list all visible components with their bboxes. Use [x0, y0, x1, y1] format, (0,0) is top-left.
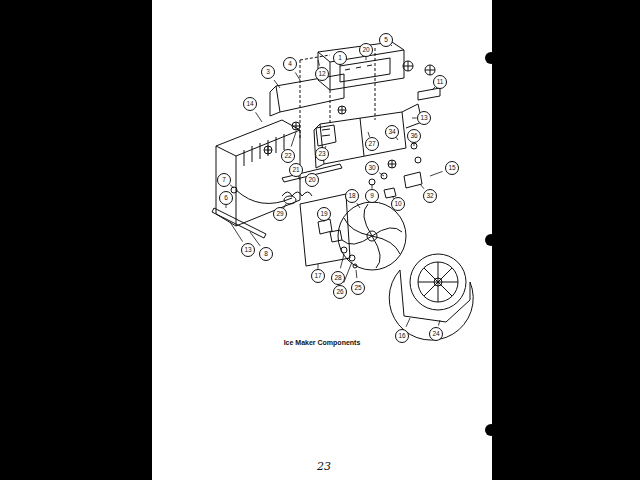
callout-number: 20 — [359, 43, 373, 57]
leader-line — [368, 132, 370, 137]
callout-number: 12 — [315, 67, 329, 81]
callout-number: 29 — [273, 207, 287, 221]
leader-line — [420, 184, 424, 189]
punch-hole — [485, 52, 497, 64]
leader-line — [230, 185, 234, 188]
callout-number: 3 — [261, 65, 275, 79]
leader-line — [274, 80, 280, 88]
callout-number: 36 — [407, 129, 421, 143]
callout-number: 26 — [333, 285, 347, 299]
figure-caption: Ice Maker Components — [284, 339, 361, 346]
leader-line — [298, 176, 300, 180]
leader-line — [295, 72, 300, 80]
callout-number: 32 — [423, 189, 437, 203]
callout-number: 5 — [379, 33, 393, 47]
callout-number: 25 — [351, 281, 365, 295]
leader-line — [430, 171, 443, 176]
punch-hole — [485, 424, 497, 436]
callout-number: 15 — [445, 161, 459, 175]
leader-line — [344, 262, 352, 283]
callout-number: 4 — [283, 57, 297, 71]
callout-number: 24 — [429, 327, 443, 341]
leader-line — [340, 254, 344, 268]
callout-number: 7 — [217, 173, 231, 187]
callout-number: 21 — [289, 163, 303, 177]
leader-line — [379, 173, 384, 176]
callout-number: 10 — [391, 197, 405, 211]
page-number: 23 — [317, 460, 331, 473]
callout-number: 6 — [219, 191, 233, 205]
callout-number: 18 — [345, 189, 359, 203]
leader-line — [291, 132, 296, 147]
paper — [152, 0, 492, 480]
leader-line — [256, 112, 262, 122]
punch-hole — [485, 234, 497, 246]
callout-number: 23 — [315, 147, 329, 161]
callout-number: 1 — [333, 51, 347, 65]
callout-number: 19 — [317, 207, 331, 221]
callout-number: 8 — [259, 247, 273, 261]
callout-number: 28 — [331, 271, 345, 285]
callout-number: 22 — [281, 149, 295, 163]
callout-number: 30 — [365, 161, 379, 175]
leader-line — [356, 270, 358, 278]
callout-number: 14 — [243, 97, 257, 111]
exploded-parts — [212, 42, 473, 340]
callout-number: 13 — [241, 243, 255, 257]
callout-number: 17 — [311, 269, 325, 283]
callout-number: 27 — [365, 137, 379, 151]
leader-line — [406, 318, 410, 327]
leader-line — [438, 320, 440, 326]
leader-line — [318, 60, 320, 66]
callout-number: 34 — [385, 125, 399, 139]
callout-number: 20 — [305, 173, 319, 187]
leader-line — [230, 222, 243, 242]
callout-number: 16 — [395, 329, 409, 343]
callout-number: 9 — [365, 189, 379, 203]
leader-line — [357, 203, 360, 208]
callout-number: 11 — [433, 75, 447, 89]
callout-number: 13 — [417, 111, 431, 125]
